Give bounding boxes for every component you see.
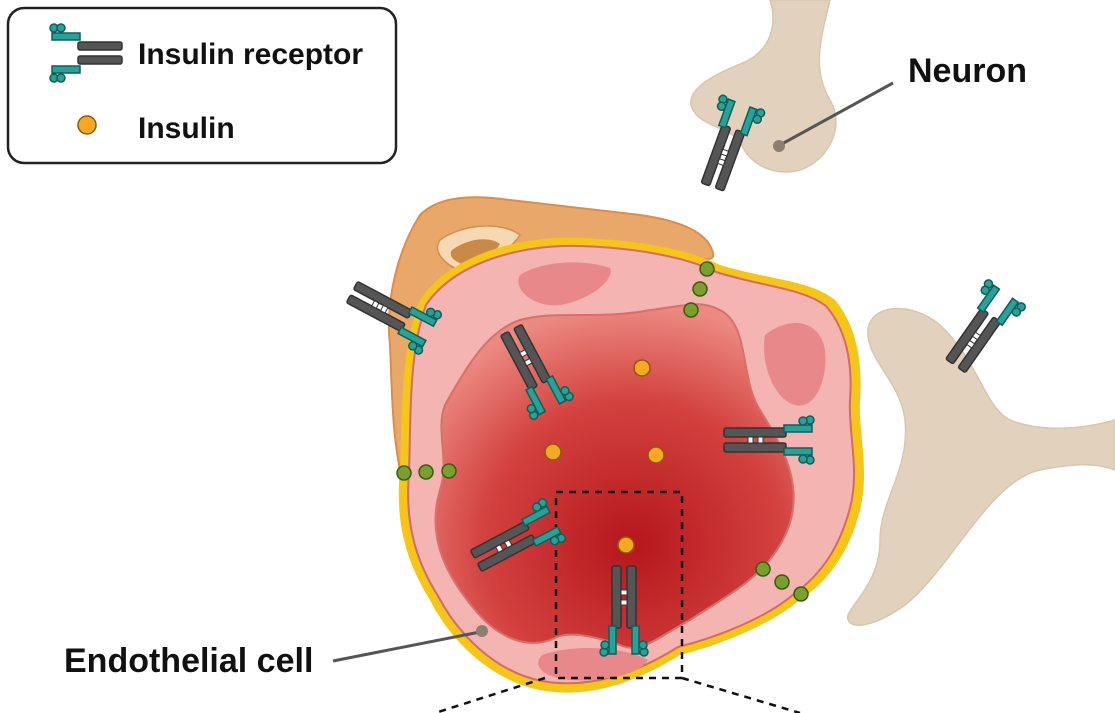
neuron-label: Neuron bbox=[908, 52, 1027, 90]
insulin-molecule-icon bbox=[78, 116, 96, 134]
neuron-right bbox=[848, 309, 1115, 626]
legend-insulin-label: Insulin bbox=[138, 112, 235, 145]
neuron-top bbox=[691, 0, 836, 172]
legend: Insulin receptor Insulin bbox=[8, 8, 396, 163]
legend-receptor-label: Insulin receptor bbox=[138, 38, 363, 71]
endothelial-cell-label: Endothelial cell bbox=[64, 642, 313, 680]
